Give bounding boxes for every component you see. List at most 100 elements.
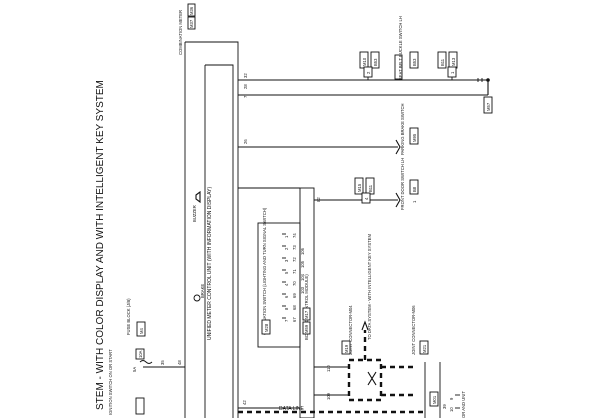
meter-lower-pins: 42 DATA LINE bbox=[238, 400, 425, 414]
bcm-connector-1: M17 bbox=[304, 310, 309, 319]
seat-belt-label: SEAT BELT BUCKLE SWITCH LH bbox=[398, 16, 403, 80]
unified-meter-control-unit: UNIFIED METER CONTROL UNIT (WITH INFORMA… bbox=[192, 64, 234, 418]
joint-2-connector-box bbox=[419, 340, 429, 355]
joint-pin-110: 110 bbox=[326, 365, 331, 372]
fuse-pin-35: 35 bbox=[160, 360, 165, 365]
combination-switch-label: COMBINATION SWITCH (LIGHTING AND TURN SI… bbox=[262, 207, 267, 335]
switch-pin: 6 bbox=[284, 295, 289, 298]
twist-icon bbox=[367, 371, 377, 386]
meter-pin-26: 26 bbox=[243, 139, 248, 144]
switch-pin: 5 bbox=[284, 271, 289, 274]
joint-1-connector: M19 bbox=[344, 344, 349, 353]
bcm-pin: 72 bbox=[292, 257, 297, 262]
sb-ground-box bbox=[483, 96, 493, 114]
bcm-pin: 67 bbox=[292, 317, 297, 322]
fuse-value: 10A bbox=[138, 350, 143, 358]
fuse-number: 5A bbox=[132, 367, 137, 372]
sb-connector-b53: B53 bbox=[373, 58, 378, 66]
bcm-connector-2: M59 bbox=[304, 324, 309, 333]
sb-connector-b11: B11 bbox=[440, 58, 445, 66]
joint-connector-1: JOINT CONNECTOR-M04 bbox=[348, 305, 353, 355]
sb-junction-dot bbox=[486, 78, 490, 82]
right-pin-39: 39 bbox=[442, 404, 447, 409]
sb-switch-connector-box bbox=[409, 51, 419, 69]
bcm-connector-box-1 bbox=[302, 307, 311, 321]
sb-ground: M57 bbox=[486, 102, 491, 111]
sb-pin-2: 2 bbox=[366, 71, 371, 74]
combination-switch-connector: M28 bbox=[264, 323, 269, 332]
fuse-pin-48: 48 bbox=[177, 360, 182, 365]
bcm-pin: 74 bbox=[292, 233, 297, 238]
page-title: STEM - WITH COLOR DISPLAY AND WITH INTEL… bbox=[95, 80, 106, 410]
bcm-pin: 103 bbox=[300, 286, 305, 294]
fd-pin-1: 1 bbox=[412, 200, 417, 203]
switch-pin: 4 bbox=[284, 283, 289, 286]
front-door-label: FRONT DOOR SWITCH LH bbox=[400, 158, 405, 210]
joint-dash-box bbox=[347, 358, 383, 402]
buzzer-icon bbox=[195, 190, 201, 204]
right-pin-9: 9 bbox=[449, 397, 454, 400]
meter-connector-box-2 bbox=[187, 16, 196, 30]
joint-pin-109: 109 bbox=[326, 392, 331, 400]
sb-pin-1: 1 bbox=[450, 71, 455, 74]
meter-connector-1: M36 bbox=[189, 6, 194, 15]
sb-switch-connector: B53 bbox=[412, 58, 417, 66]
bcm-pin: 69 bbox=[292, 293, 297, 298]
meter-pin-28: 28 bbox=[243, 84, 248, 89]
bcm-pin: 104 bbox=[300, 273, 305, 281]
switch-pin: 7 bbox=[284, 319, 289, 322]
bcm-pin: 70 bbox=[292, 281, 297, 286]
to-system-label: TO DATA SYSTEM - WITH INTELLIGENT KEY SY… bbox=[367, 234, 372, 340]
fd-pin-4: 4 bbox=[364, 197, 369, 200]
bcm-pin: 105 bbox=[300, 260, 305, 268]
sb-connector-m13: M13 bbox=[451, 57, 456, 66]
bcm-pin: 71 bbox=[292, 269, 297, 274]
fuse-connector-box bbox=[136, 321, 146, 337]
joint-connector-2: JOINT CONNECTOR-M06 bbox=[411, 305, 416, 355]
meter-pin-7: 7 bbox=[243, 95, 248, 98]
fd-connector-box-m15 bbox=[354, 177, 364, 195]
meter-pin-42: 42 bbox=[242, 400, 247, 405]
fuse-label: FUSE BLOCK (J/B) bbox=[126, 298, 131, 335]
arrow-up-icon bbox=[361, 320, 369, 331]
joint-2-connector: M21 bbox=[422, 344, 427, 353]
ign-connector-box bbox=[135, 397, 145, 415]
front-door-circuit: M15 B11 4 FRONT DOOR SWITCH LH B8 1 bbox=[314, 158, 419, 210]
front-door-switch-icon bbox=[395, 192, 401, 208]
fd-connector-b11: B11 bbox=[368, 184, 373, 192]
combination-meter: COMBINATION METER M36 M37 bbox=[178, 3, 239, 418]
parking-brake-label: PARKING BRAKE SWITCH bbox=[400, 103, 405, 155]
bcm-pin: 68 bbox=[292, 305, 297, 310]
unified-meter-label: UNIFIED METER CONTROL UNIT (WITH INFORMA… bbox=[207, 187, 213, 340]
buzzer-label: BUZZER bbox=[192, 205, 197, 222]
data-line-label: DATA LINE bbox=[279, 406, 304, 412]
fuse-value-box bbox=[135, 348, 145, 360]
switch-pin: 2 bbox=[284, 247, 289, 250]
fuse-connector: M4 bbox=[139, 328, 144, 334]
switch-pin: 8 bbox=[284, 307, 289, 310]
combination-switch-connector-box bbox=[261, 319, 271, 335]
fd-connector-b8: B8 bbox=[412, 186, 417, 192]
pb-connector-box bbox=[409, 127, 419, 145]
parking-brake-switch-icon bbox=[395, 139, 401, 155]
bcm-label: BCM (BODY CONTROL MODULE) bbox=[304, 274, 309, 340]
meter-connector-2: M37 bbox=[189, 19, 194, 28]
corner-label: OR AND UNIT bbox=[461, 391, 466, 418]
bcm-pins-lower: 106 105 104 103 bbox=[300, 247, 305, 294]
right-pin-10: 10 bbox=[449, 407, 454, 412]
fd-pin-box bbox=[361, 192, 371, 204]
combination-switch-box bbox=[257, 222, 301, 348]
bcm-module: 82 BCM (BODY CONTROL MODULE) M17 M59 bbox=[299, 187, 321, 418]
seat-belt-switch-icon bbox=[394, 54, 403, 80]
right-unit: M01 39 9 10 OR AND UNIT bbox=[424, 362, 466, 418]
fd-connector-m15: M15 bbox=[357, 183, 362, 192]
meter-connector-box-1 bbox=[187, 3, 196, 17]
parking-brake-circuit: 26 PARKING BRAKE SWITCH M95 bbox=[238, 103, 419, 155]
brake-label: BRAKE bbox=[200, 284, 205, 298]
switch-pin: 3 bbox=[284, 259, 289, 262]
switch-pins: 1 2 3 5 4 6 8 7 bbox=[284, 235, 289, 322]
joint-1-connector-box bbox=[341, 340, 351, 355]
fuse-block: 48 5A 10A FUSE BLOCK (J/B) M4 35 IGNITIO… bbox=[108, 298, 185, 415]
fd-connector-box-b8 bbox=[409, 179, 419, 195]
